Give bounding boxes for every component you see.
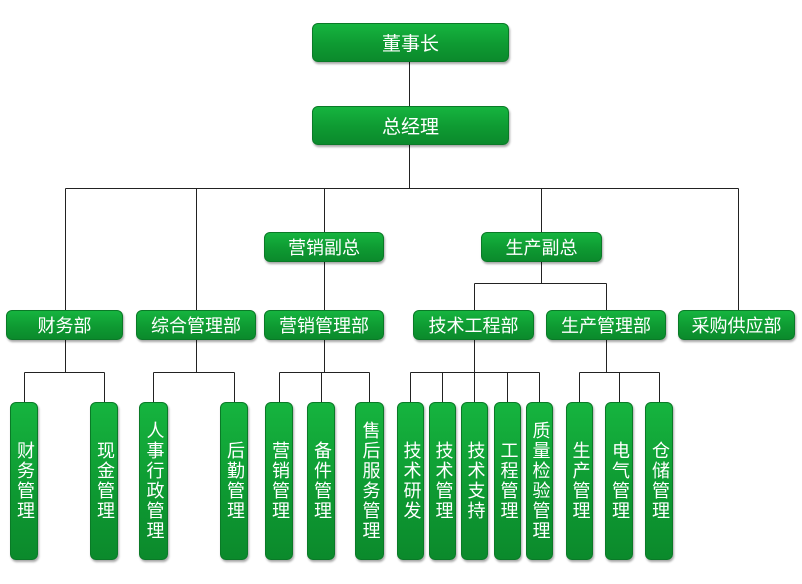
chairman-node: 董事长	[312, 23, 509, 62]
unit-after-sales: 售后服务管理	[355, 402, 384, 560]
unit-production-mgmt: 生产管理	[566, 402, 593, 560]
unit-tech-support: 技术支持	[461, 402, 488, 560]
unit-cash-mgmt: 现金管理	[90, 402, 118, 560]
general-manager-node: 总经理	[312, 106, 509, 145]
unit-engineering-mgmt: 工程管理	[494, 402, 521, 560]
unit-parts-mgmt: 备件管理	[307, 402, 335, 560]
unit-hr-admin: 人事行政管理	[139, 402, 168, 560]
unit-tech-rd: 技术研发	[397, 402, 424, 560]
vp-production-node: 生产副总	[481, 232, 602, 262]
unit-warehouse-mgmt: 仓储管理	[645, 402, 673, 560]
dept-tech: 技术工程部	[413, 310, 534, 340]
dept-general-admin: 综合管理部	[136, 310, 256, 340]
vp-sales-node: 营销副总	[264, 232, 384, 262]
dept-finance: 财务部	[6, 310, 123, 340]
unit-logistics: 后勤管理	[220, 402, 248, 560]
dept-production: 生产管理部	[546, 310, 666, 340]
dept-sales: 营销管理部	[264, 310, 384, 340]
unit-sales-mgmt: 营销管理	[265, 402, 293, 560]
unit-electrical-mgmt: 电气管理	[605, 402, 633, 560]
unit-quality-inspection: 质量检验管理	[526, 402, 553, 560]
unit-tech-mgmt: 技术管理	[429, 402, 456, 560]
dept-purchasing: 采购供应部	[678, 310, 795, 340]
unit-finance-mgmt: 财务管理	[10, 402, 38, 560]
